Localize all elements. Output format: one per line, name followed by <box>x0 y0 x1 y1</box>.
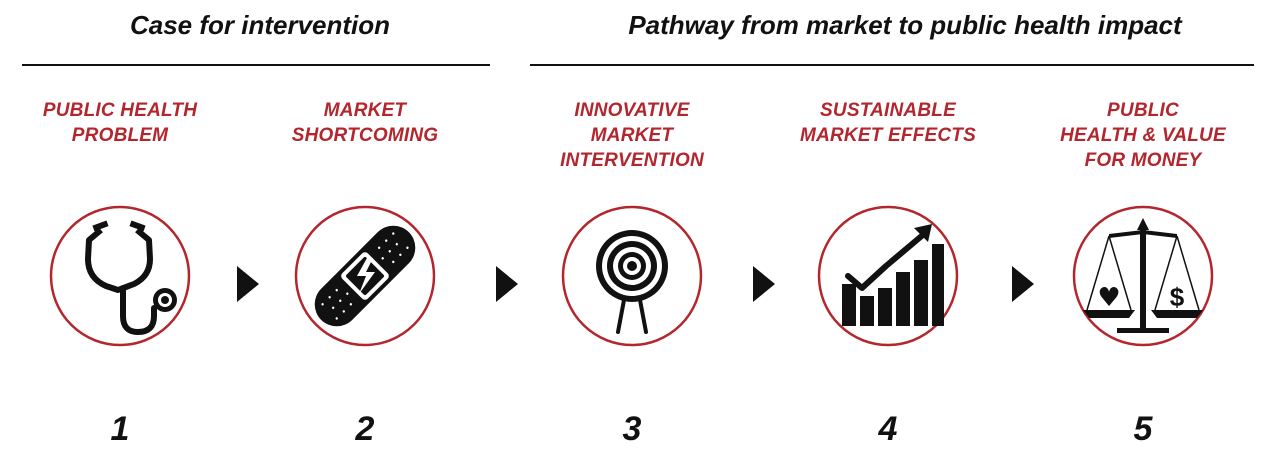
arrow-1-to-2-icon <box>237 266 259 302</box>
step-4: SUSTAINABLE MARKET EFFECTS 4 <box>768 0 1008 459</box>
stethoscope-icon <box>49 205 191 347</box>
step-2-number: 2 <box>355 410 375 448</box>
scale-heart-icon: ♥ <box>1097 283 1120 313</box>
right-divider <box>530 64 1254 66</box>
bandage-icon <box>294 205 436 347</box>
step-3-title: INNOVATIVE MARKET INTERVENTION <box>560 100 704 171</box>
left-divider <box>22 64 490 66</box>
step-1-title: PUBLIC HEALTH PROBLEM <box>42 100 198 146</box>
step-1-number: 1 <box>110 410 130 448</box>
arrow-4-to-5-icon <box>1012 266 1034 302</box>
step-3: INNOVATIVE MARKET INTERVENTION 3 <box>512 0 752 459</box>
step-5: PUBLIC HEALTH & VALUE FOR MONEY ♥ $ 5 <box>1023 0 1263 459</box>
arrow-3-to-4-icon <box>753 266 775 302</box>
target-icon <box>561 205 703 347</box>
growth-chart-icon <box>817 205 959 347</box>
step-2-title: MARKET SHORTCOMING <box>291 100 439 146</box>
pathway-heading: Pathway from market to public health imp… <box>628 10 1182 40</box>
balance-scale-icon: ♥ $ <box>1072 205 1214 347</box>
arrow-2-to-3-icon <box>496 266 518 302</box>
step-1: PUBLIC HEALTH PROBLEM 1 <box>0 0 240 459</box>
step-3-number: 3 <box>622 410 642 448</box>
step-4-number: 4 <box>878 410 898 448</box>
case-for-intervention-heading: Case for intervention <box>129 10 391 40</box>
step-2: MARKET SHORTCOMING 2 <box>245 0 485 459</box>
step-5-number: 5 <box>1133 410 1153 448</box>
step-5-title: PUBLIC HEALTH & VALUE FOR MONEY <box>1060 100 1226 171</box>
step-4-title: SUSTAINABLE MARKET EFFECTS <box>800 100 976 146</box>
scale-dollar-icon: $ <box>1170 282 1185 312</box>
